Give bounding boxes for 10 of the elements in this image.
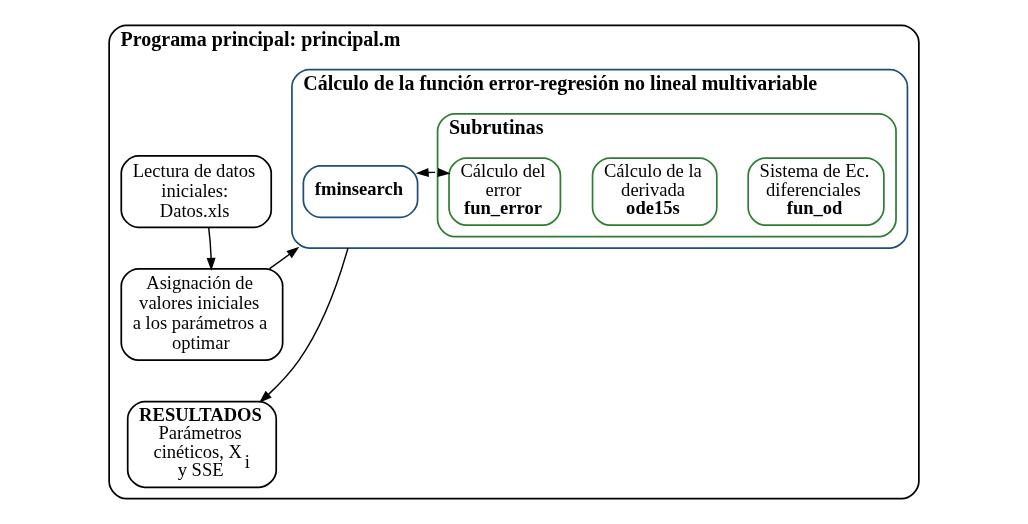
node-box: Asignación de valores iniciales a los parámetros a optimar (120, 267, 284, 362)
node-box: Cálculo de la derivada ode15s (591, 157, 718, 227)
node-box: Cálculo del error fun_error (448, 157, 562, 227)
arrow (268, 246, 300, 270)
arrow (415, 167, 451, 177)
node-box: Lectura de datos iniciales: Datos.xls (120, 155, 273, 229)
arrow (259, 247, 349, 403)
arrow (206, 227, 216, 271)
node-box: fminsearch (302, 165, 419, 219)
node-box: Sistema de Ec. diferenciales fun_od (747, 157, 885, 227)
